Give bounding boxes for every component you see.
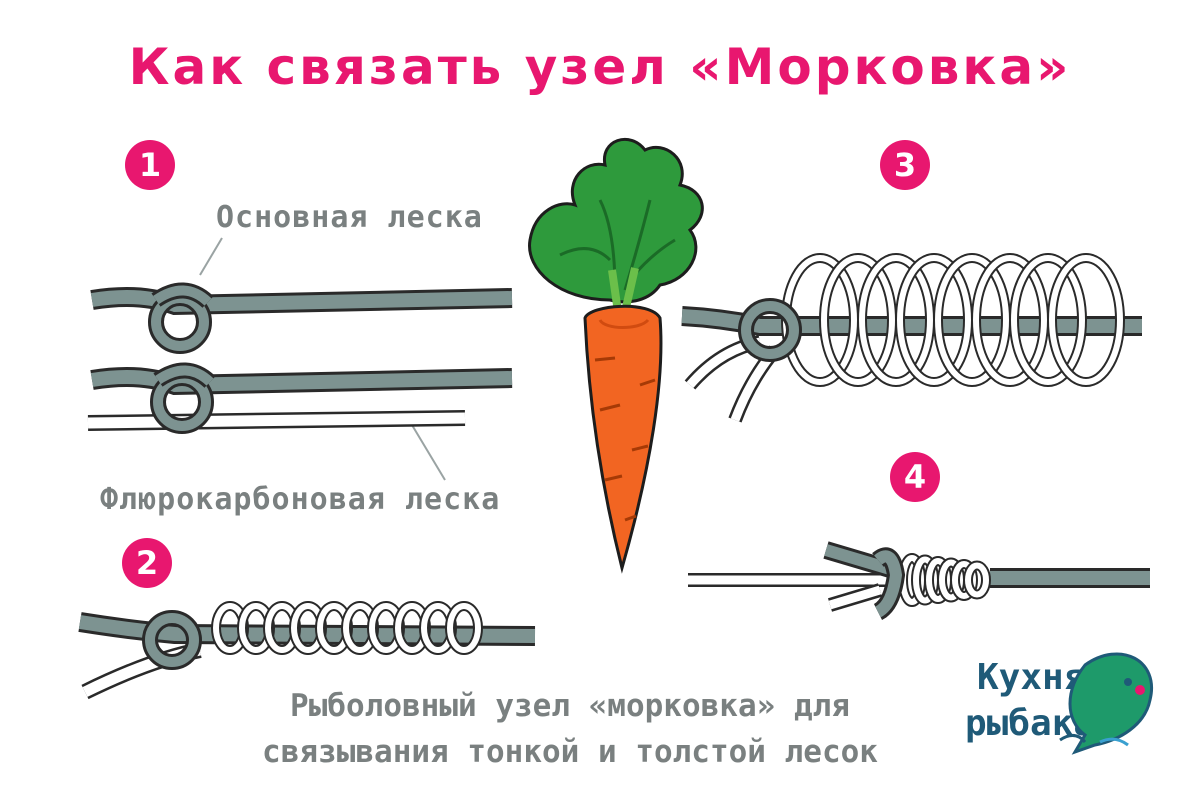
step-badge-2: 2 <box>122 538 172 588</box>
carrot-illustration <box>528 137 704 574</box>
step-badge-1: 1 <box>125 140 175 190</box>
step-3-diagram <box>681 253 1142 423</box>
fluoro-line-pointer <box>411 424 446 481</box>
step-1-diagram <box>87 282 513 434</box>
step-badge-3: 3 <box>880 140 930 190</box>
logo-line-1: Кухня <box>977 657 1086 698</box>
caption-line-1: Рыболовный узел «морковка» для <box>290 688 850 724</box>
caption: Рыболовный узел «морковка» для связывани… <box>200 683 940 775</box>
fish-logo-icon <box>1059 652 1153 755</box>
step-2-diagram <box>78 601 536 700</box>
step-4-diagram <box>688 541 1150 621</box>
caption-line-2: связывания тонкой и толстой лесок <box>262 734 878 770</box>
fluoro-line-label: Флюрокарбоновая леска <box>100 482 501 517</box>
main-line-pointer <box>199 237 223 276</box>
page-title: Как связать узел «Морковка» <box>128 38 1072 96</box>
main-line-label: Основная леска <box>216 200 483 235</box>
step-badge-4: 4 <box>890 452 940 502</box>
